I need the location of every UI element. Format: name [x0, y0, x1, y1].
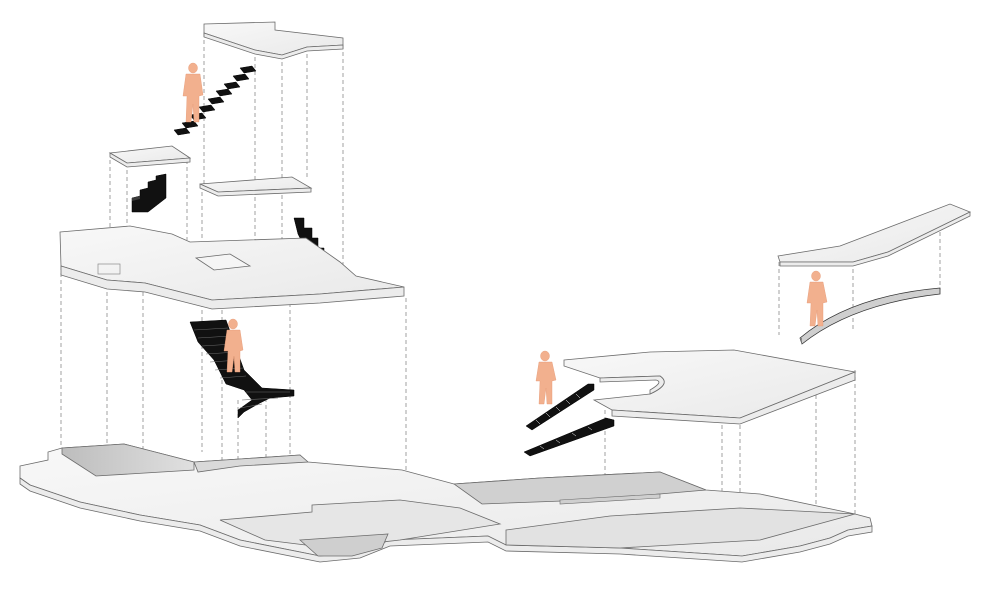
mezzanine-slab — [59, 225, 405, 310]
human-figure-bridge — [806, 270, 828, 327]
human-figure-top — [182, 62, 204, 123]
ground-floor-slab — [19, 443, 873, 563]
bridge-landing — [777, 203, 971, 267]
right-mezzanine-slab — [563, 349, 857, 425]
curved-bridge — [799, 287, 941, 345]
main-switchback-stair — [189, 319, 295, 419]
right-straight-stair — [523, 383, 615, 457]
upper-landing-left — [108, 145, 192, 168]
top-floor-slab — [203, 21, 344, 60]
human-figure-right-stair — [535, 350, 557, 405]
human-figure-main-stair — [223, 318, 244, 373]
short-stair-left — [131, 173, 167, 213]
upper-landing-mid — [199, 176, 313, 197]
